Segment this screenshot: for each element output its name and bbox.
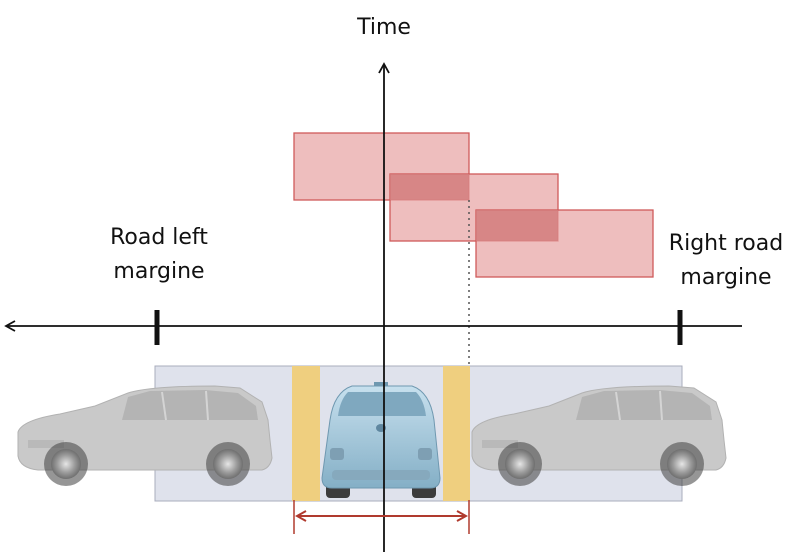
left-car-icon xyxy=(17,385,273,486)
right-safety-strip xyxy=(443,366,470,501)
left-safety-strip xyxy=(292,366,320,501)
right-margin-label-line2: margine xyxy=(680,265,772,290)
overlap-region-2 xyxy=(476,210,558,241)
occupancy-boxes xyxy=(293,132,654,278)
ego-car-icon xyxy=(321,382,441,498)
right-margin-label-line1: Right road xyxy=(668,231,784,256)
right-car-icon xyxy=(471,385,727,486)
left-margin-label: Road left margine xyxy=(84,221,234,289)
left-margin-label-line2: margine xyxy=(113,259,205,284)
time-axis-label: Time xyxy=(357,15,411,40)
left-margin-label-line1: Road left xyxy=(110,225,208,250)
vehicle-width-indicator xyxy=(293,500,470,534)
overlap-region-1 xyxy=(390,174,469,200)
right-margin-label: Right road margine xyxy=(651,227,797,295)
